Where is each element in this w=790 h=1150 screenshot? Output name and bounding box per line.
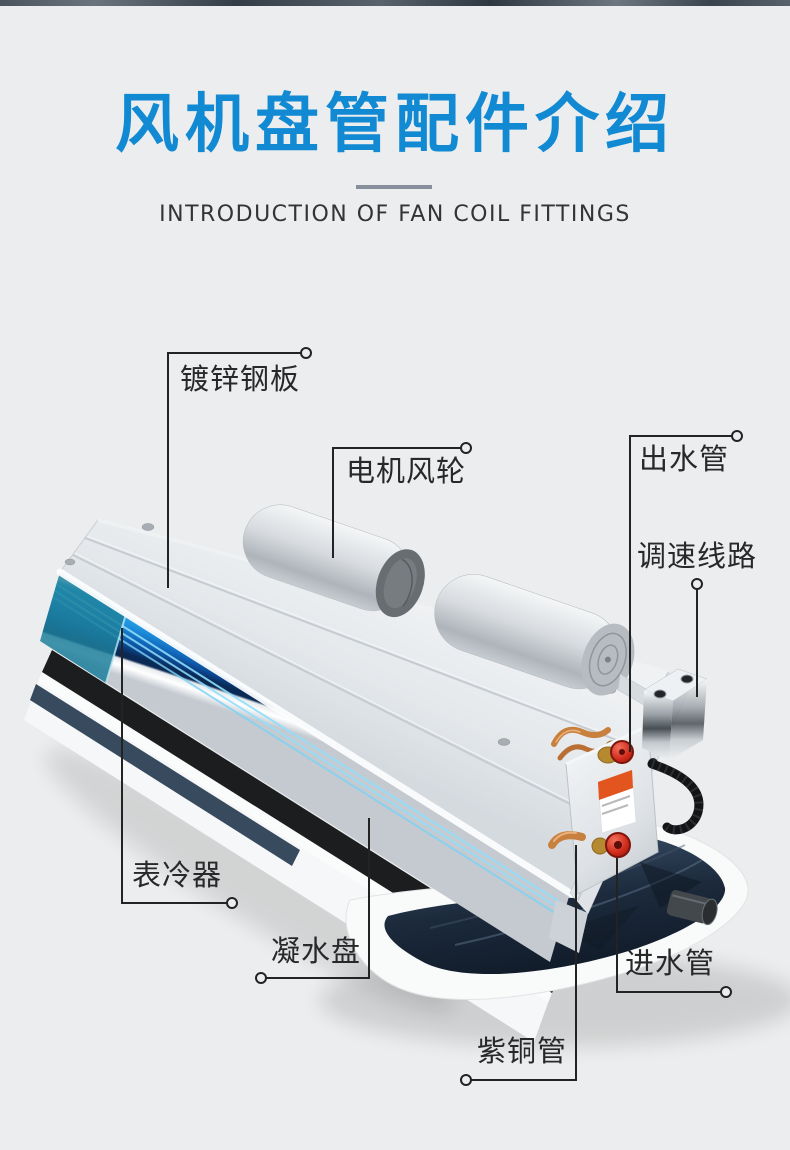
callout-lines [121,347,743,1086]
label-condensate-pan: 凝水盘 [271,934,362,968]
callout-dot-inlet-pipe [720,986,732,998]
callout-dot-surface-cooler [226,897,238,909]
drain-hose [647,758,704,835]
blower-1 [242,504,425,618]
callout-copper-pipe [471,845,577,1081]
label-motor-fan-wheel: 电机风轮 [346,454,467,488]
callout-dot-galvanized-steel-plate [300,347,312,359]
label-outlet-pipe: 出水管 [639,442,730,476]
page-subtitle: INTRODUCTION OF FAN COIL FITTINGS [159,202,631,227]
inlet-valve [548,831,631,858]
label-galvanized-steel-plate: 镀锌钢板 [180,362,301,396]
callout-dot-condensate-pan [255,972,267,984]
callout-dot-copper-pipe [460,1074,472,1086]
callout-inlet-pipe [616,858,721,993]
coil-face [40,572,570,962]
drain-nozzle [666,890,718,926]
callout-motor-fan-wheel [332,447,461,558]
outlet-valve [597,740,634,764]
callout-outlet-pipe [629,435,732,752]
label-sticker [597,769,637,834]
label-copper-pipe: 紫铜管 [477,1034,568,1068]
title-divider [356,185,432,189]
label-speed-control-wiring: 调速线路 [637,539,758,573]
callout-surface-cooler [121,628,227,904]
label-surface-cooler: 表冷器 [132,858,223,892]
callout-galvanized-steel-plate [167,352,301,588]
page-title: 风机盘管配件介绍 [115,88,675,162]
top-decor-strip [0,0,790,6]
callout-dot-motor-fan-wheel [460,442,472,454]
junction-box [617,668,708,760]
callout-dot-speed-control-wiring [691,578,703,590]
callout-condensate-pan [266,818,370,979]
left-glass-pane [40,572,126,683]
callout-dot-outlet-pipe [731,430,743,442]
valve-box [565,724,659,895]
label-inlet-pipe: 进水管 [625,946,716,980]
